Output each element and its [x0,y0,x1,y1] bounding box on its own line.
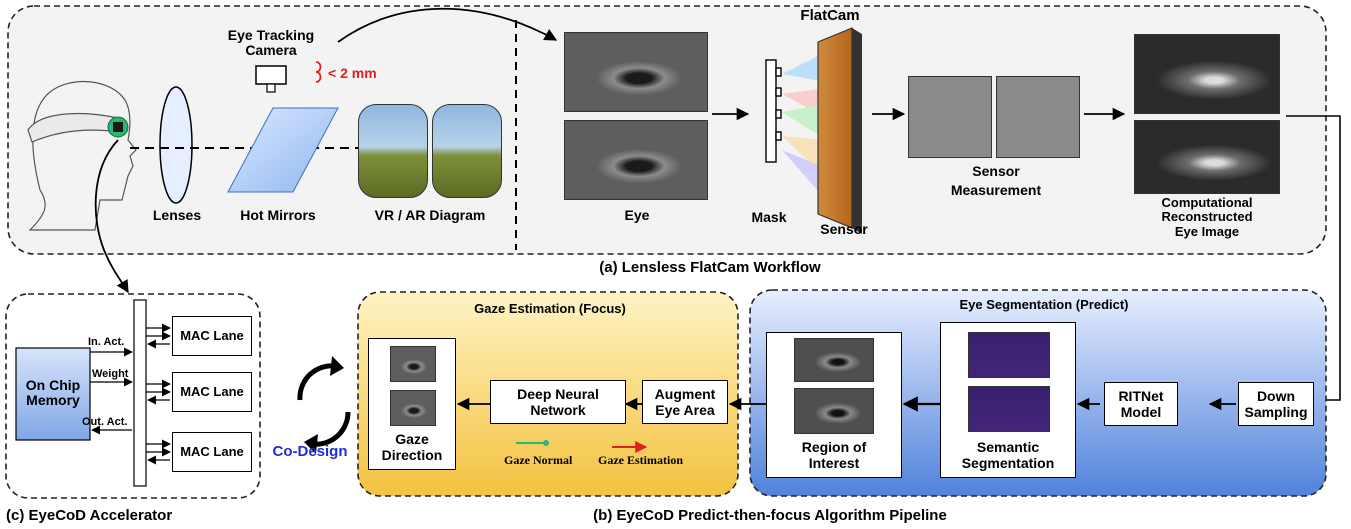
augment-box: Augment Eye Area [642,380,728,424]
eye-tracking-camera-label: Eye Tracking Camera [218,27,324,59]
ritnet-line1: RITNet [1118,387,1164,404]
dnn-line2: Network [530,402,586,418]
mask-label: Mask [751,209,787,225]
sensor-measurement-label: Sensor Measurement [944,163,1048,199]
segmentation-image-bottom [968,386,1050,432]
eye-image-bottom [564,120,708,200]
lenses-label: Lenses [152,207,202,223]
weight-label: Weight [92,368,129,380]
reconstructed-image-bottom [1134,120,1280,194]
mask-icon [765,59,782,163]
mac-lane-box: MAC Lane [172,372,252,412]
reconstructed-image-top [1134,34,1280,114]
memory-line1: On Chip [25,377,81,393]
down-line2: Sampling [1244,404,1308,420]
gaze-panel-title: Gaze Estimation (Focus) [474,301,626,316]
gaze-normal-label: Gaze Normal [504,453,573,467]
flatcam-label: FlatCam [800,7,860,24]
camera-icon [255,65,287,85]
reconstructed-label: Computational Reconstructed Eye Image [1134,195,1280,239]
ritnet-line2: Model [1120,404,1162,420]
gaze-direction-line2: Direction [381,446,443,463]
eye-tracking-line1: Eye Tracking [227,27,315,43]
gaze-direction-line1: Gaze [395,430,429,447]
eye-label: Eye [624,207,650,223]
sensor-icon [817,27,853,229]
hot-mirrors-label: Hot Mirrors [240,207,316,223]
accelerator-caption: (c) EyeCoD Accelerator [6,507,173,524]
gaze-estimation-label: Gaze Estimation [598,453,683,467]
hot-mirror-icon [227,107,339,193]
segmentation-panel-title: Eye Segmentation (Predict) [959,297,1129,312]
dnn-line1: Deep Neural [517,385,599,402]
reconstructed-line1: Computational [1161,195,1253,210]
sensor-measurement-line2: Measurement [950,182,1042,199]
bus-bar [133,299,147,487]
sensor-label: Sensor [820,221,868,237]
sensor-measurement-image [996,76,1080,158]
semantic-line2: Segmentation [961,454,1055,471]
sensor-measurement-image [908,76,992,158]
workflow-caption: (a) Lensless FlatCam Workflow [599,259,821,276]
gaze-image-top [390,346,436,382]
eye-image-top [564,32,708,112]
vr-image [432,104,502,198]
reconstructed-line2: Reconstructed [1161,209,1253,225]
mac-lane-box: MAC Lane [172,316,252,356]
cycle-icon [297,363,351,447]
sensor-measurement-line1: Sensor [972,163,1020,179]
distance-label: < 2 mm [328,65,377,81]
vr-diagram-label: VR / AR Diagram [374,207,486,223]
pipeline-caption: (b) EyeCoD Predict-then-focus Algorithm … [593,507,947,524]
lens-icon [159,86,193,204]
gaze-image-bottom [390,390,436,426]
roi-image-bottom [794,388,874,434]
vr-image [358,104,428,198]
memory-label: On Chip Memory [16,377,90,409]
eye-tracking-line2: Camera [245,42,297,59]
roi-line2: Interest [808,454,860,471]
semantic-line1: Semantic [976,438,1040,455]
mac-lane-box: MAC Lane [172,432,252,472]
roi-line1: Region of [801,438,867,455]
memory-block [15,347,91,441]
augment-line2: Eye Area [655,402,715,418]
memory-line2: Memory [26,392,80,409]
roi-image-top [794,338,874,382]
down-line1: Down [1256,387,1296,404]
codesign-label: Co-Design [272,443,348,460]
dnn-box: Deep Neural Network [490,380,626,424]
segmentation-image-top [968,332,1050,378]
down-sampling-box: Down Sampling [1238,382,1314,426]
out-act-label: Out. Act. [82,416,128,428]
augment-line1: Augment [654,385,716,402]
ritnet-box: RITNet Model [1104,382,1178,426]
reconstructed-line3: Eye Image [1174,223,1240,239]
in-act-label: In. Act. [88,336,125,348]
